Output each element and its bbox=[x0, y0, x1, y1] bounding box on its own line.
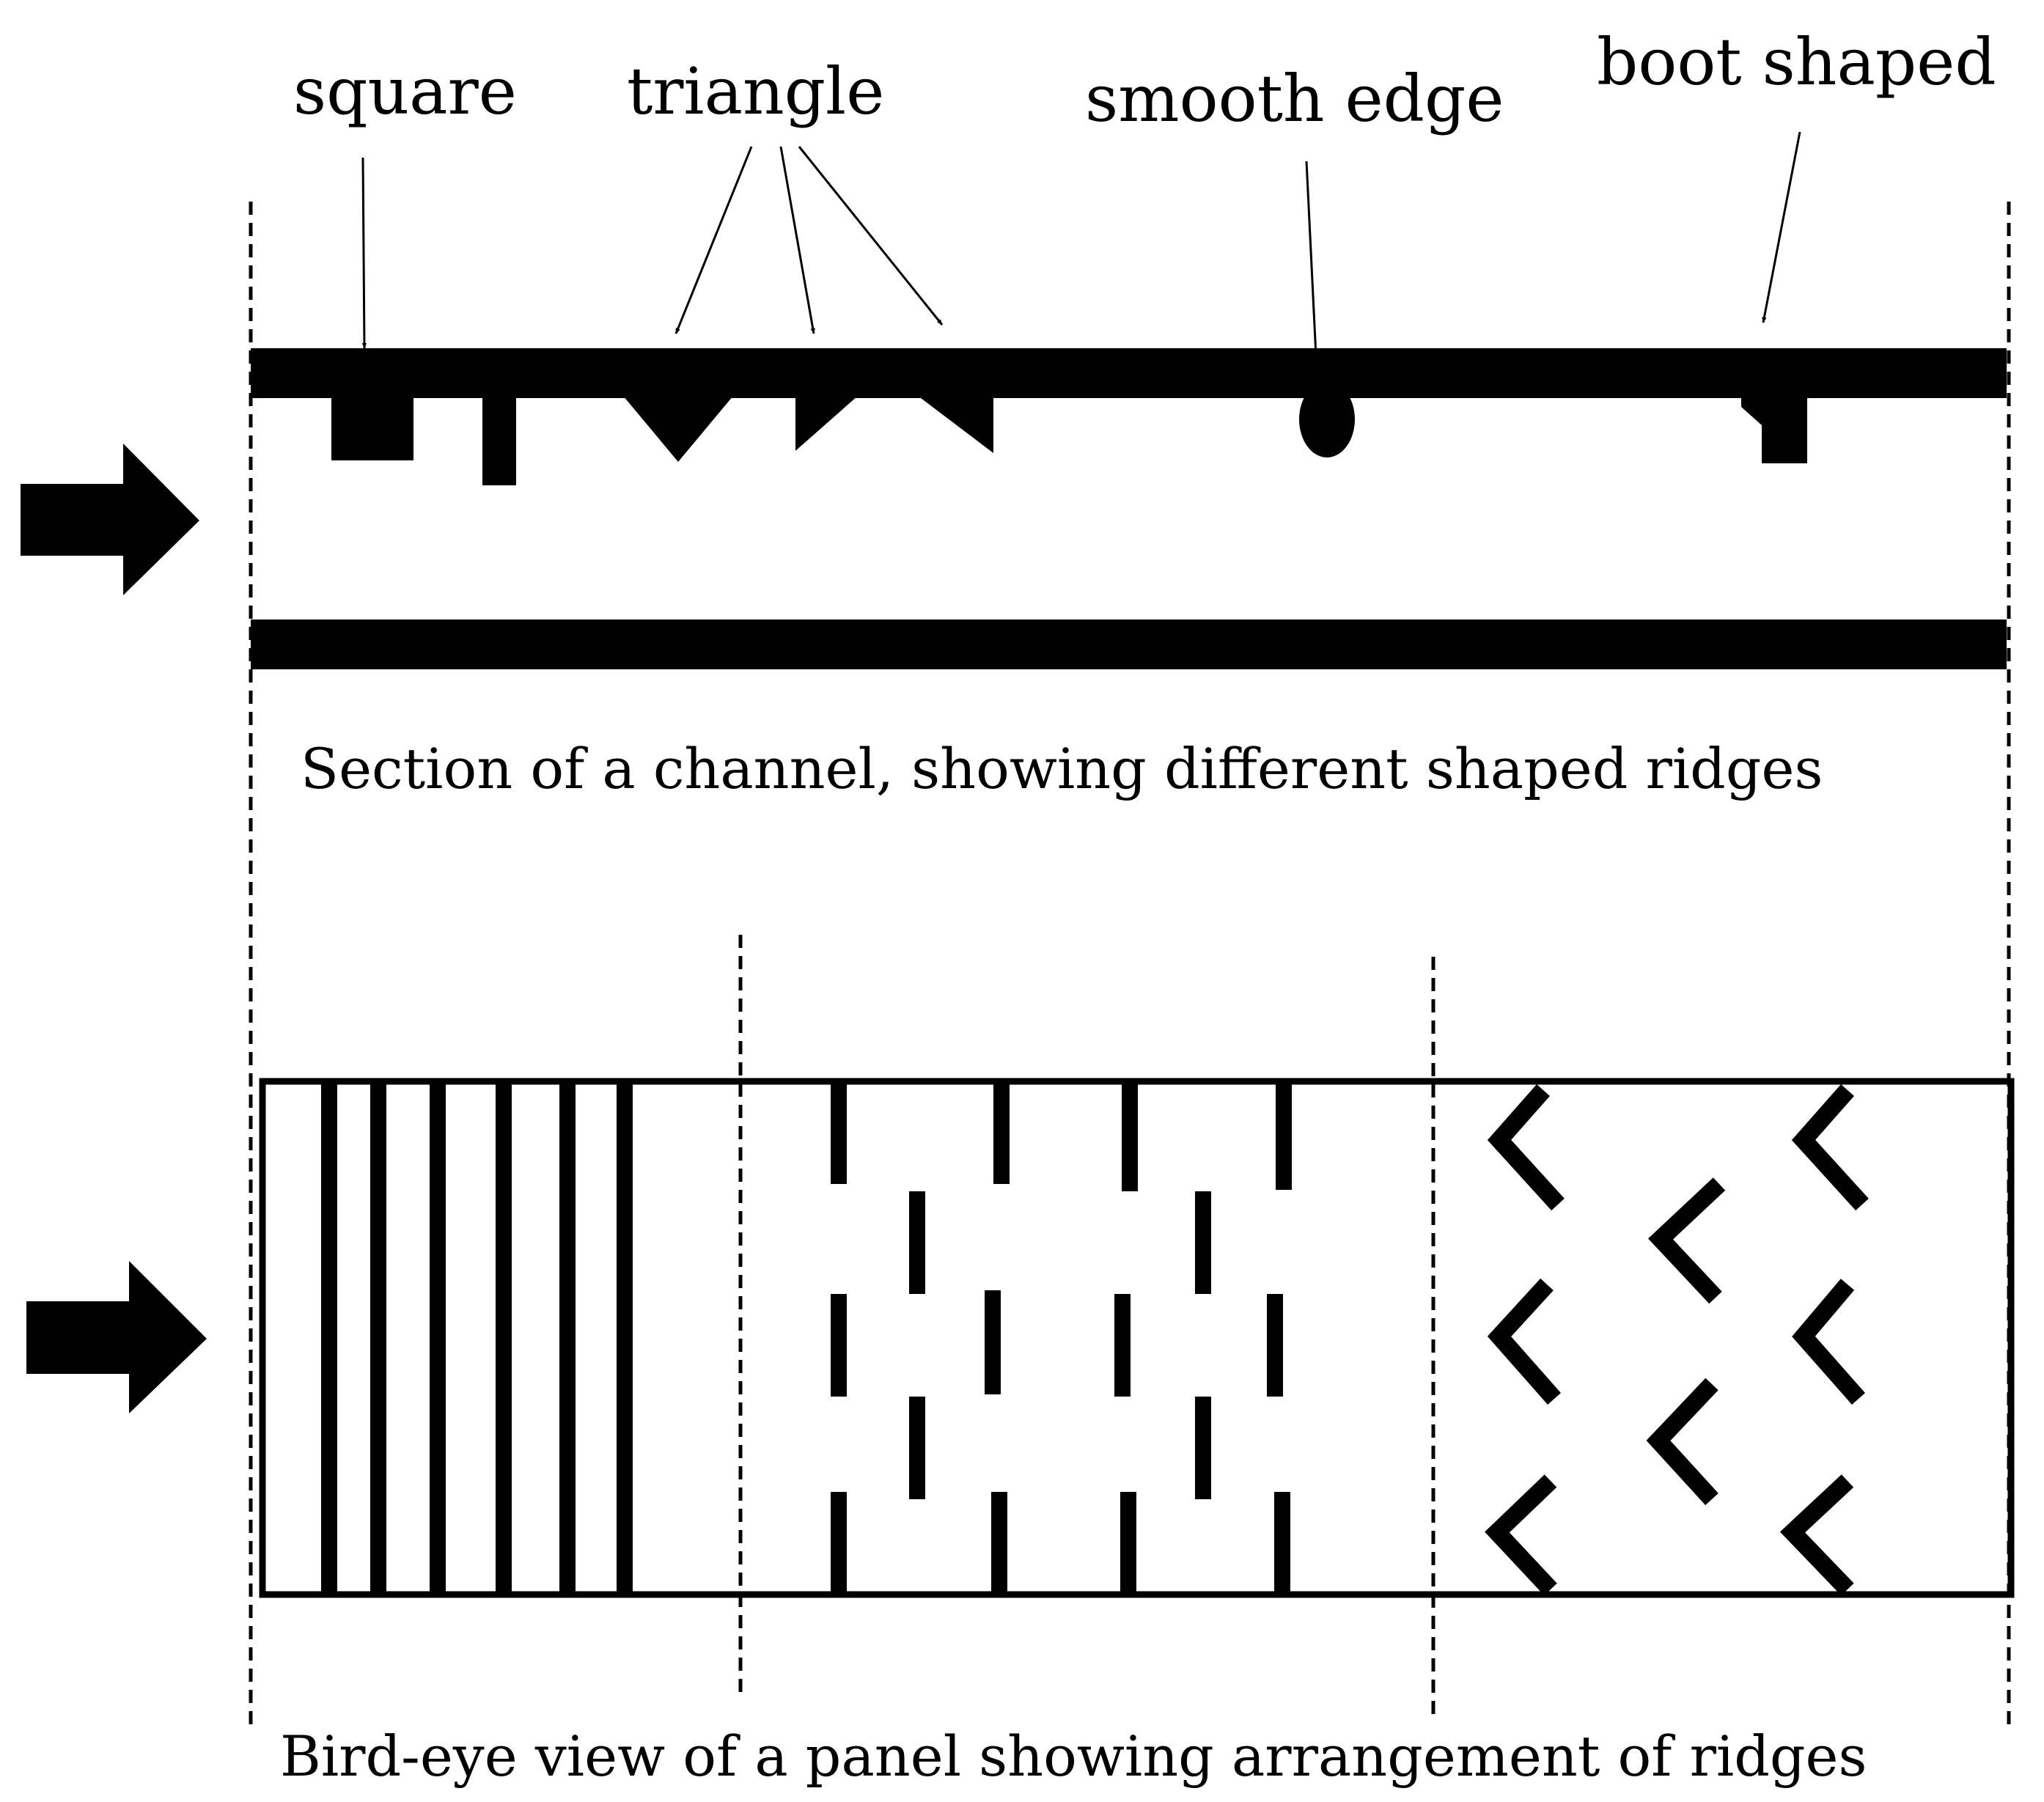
label-boot-shaped: boot shaped bbox=[1597, 24, 1996, 100]
birdeye-panel bbox=[259, 1078, 2015, 1598]
discrete-ridge bbox=[1122, 1081, 1138, 1191]
transverse-ridge bbox=[559, 1081, 576, 1595]
discrete-ridge bbox=[831, 1294, 847, 1397]
chevron-ridge bbox=[1646, 1378, 1718, 1506]
ridge-triangle-right-angled-2 bbox=[918, 396, 993, 453]
leader-arrow-triangle-3 bbox=[798, 146, 944, 326]
leader-arrow-boot-shaped bbox=[1762, 131, 1801, 323]
discrete-ridge bbox=[1276, 1081, 1292, 1190]
discrete-ridge bbox=[831, 1081, 847, 1184]
flow-direction-arrow-icon bbox=[26, 1261, 207, 1413]
chevron-ridge bbox=[1791, 1084, 1869, 1211]
discrete-ridge bbox=[1195, 1397, 1211, 1499]
ridge-group-chevron bbox=[1485, 1084, 1869, 1596]
discrete-ridge bbox=[1267, 1294, 1283, 1397]
chevron-ridge bbox=[1487, 1084, 1565, 1211]
discrete-ridge bbox=[985, 1290, 1001, 1394]
ridge-triangle-right-angled-1 bbox=[795, 396, 858, 451]
ridge-group-staggered bbox=[831, 1081, 1292, 1595]
ridge-rectangular bbox=[482, 396, 516, 485]
discrete-ridge bbox=[909, 1191, 925, 1294]
discrete-ridge bbox=[1120, 1492, 1136, 1595]
caption-birdeye: Bird-eye view of a panel showing arrange… bbox=[280, 1724, 1867, 1789]
leader-arrow-smooth-edge bbox=[1305, 161, 1318, 356]
ridge-boot-shaped bbox=[1741, 396, 1807, 463]
label-triangle: triangle bbox=[627, 54, 884, 129]
leader-arrow-triangle-1 bbox=[674, 146, 753, 334]
discrete-ridge bbox=[991, 1492, 1007, 1595]
transverse-ridge bbox=[430, 1081, 446, 1595]
channel-top-wall bbox=[251, 348, 2007, 398]
transverse-ridge bbox=[496, 1081, 512, 1595]
transverse-ridge bbox=[370, 1081, 386, 1595]
chevron-ridge bbox=[1485, 1474, 1557, 1596]
flow-direction-arrow-icon bbox=[21, 444, 199, 595]
chevron-ridge bbox=[1648, 1177, 1726, 1304]
discrete-ridge bbox=[909, 1397, 925, 1499]
discrete-ridge bbox=[993, 1081, 1010, 1184]
channel-section bbox=[251, 348, 2007, 669]
label-smooth-edge: smooth edge bbox=[1085, 61, 1504, 136]
chevron-ridge bbox=[1487, 1278, 1561, 1405]
discrete-ridge bbox=[1195, 1191, 1211, 1294]
label-square: square bbox=[293, 54, 517, 129]
transverse-ridge bbox=[617, 1081, 633, 1595]
ridge-labels: square triangle smooth edge boot shaped bbox=[293, 24, 1996, 136]
chevron-ridge bbox=[1779, 1474, 1854, 1596]
transverse-ridge bbox=[321, 1081, 337, 1595]
leader-arrow-triangle-2 bbox=[779, 146, 815, 334]
leader-arrow-square bbox=[361, 157, 367, 349]
ridge-square bbox=[331, 396, 413, 460]
caption-section: Section of a channel, showing different … bbox=[301, 736, 1823, 801]
ridge-triangle-symmetric bbox=[623, 396, 733, 462]
channel-bottom-wall bbox=[251, 619, 2007, 669]
discrete-ridge bbox=[1114, 1294, 1131, 1397]
leader-arrows bbox=[361, 131, 1801, 356]
discrete-ridge bbox=[831, 1492, 847, 1595]
chevron-ridge bbox=[1792, 1279, 1865, 1405]
ridge-group-transverse bbox=[321, 1081, 633, 1595]
ridge-smooth-edge bbox=[1299, 381, 1355, 457]
discrete-ridge bbox=[1274, 1492, 1290, 1595]
